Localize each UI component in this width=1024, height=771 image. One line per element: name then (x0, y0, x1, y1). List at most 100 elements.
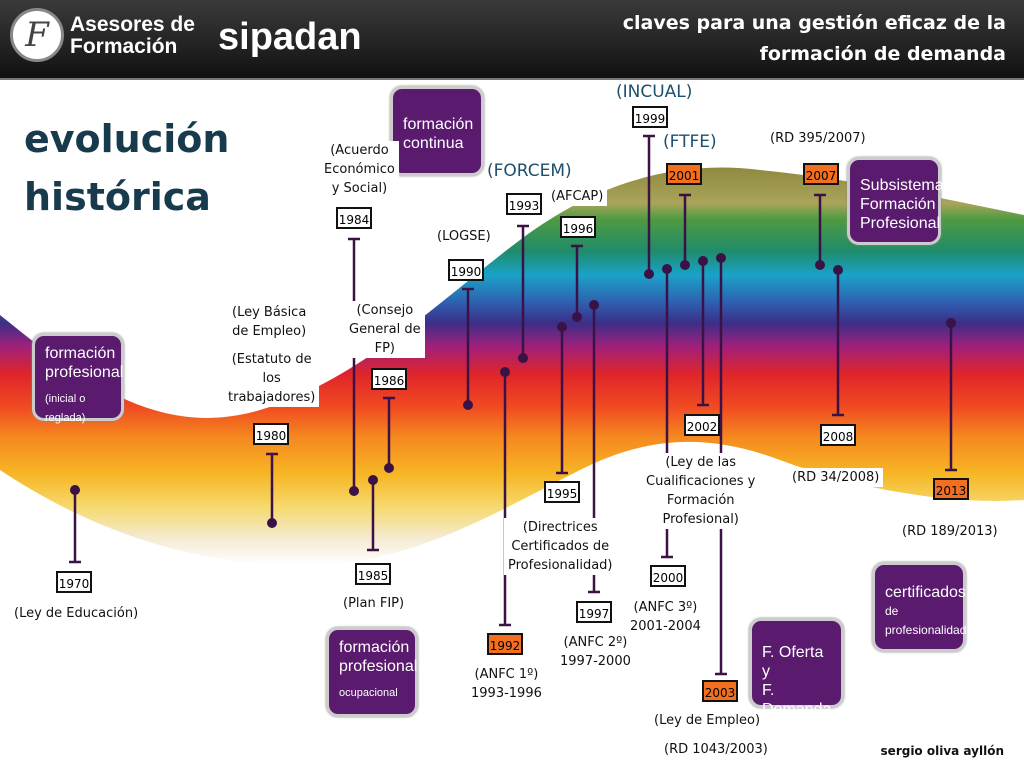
year-2007: 2007 (803, 163, 839, 185)
label-ftfe: (FTFE) (663, 132, 717, 152)
label-ley-basica-line-1: (Ley Básica (232, 305, 307, 320)
label-acuerdo-line-3: y Social) (331, 181, 388, 196)
logo-letter: F (25, 15, 49, 55)
year-1986: 1986 (371, 368, 407, 390)
label-ley-basica-empleo: (Ley Básica de Empleo) (228, 303, 311, 341)
ribbon-band (0, 167, 1024, 566)
box-ofd-line-2: F. Demanda (762, 682, 832, 718)
label-rd-1043: (RD 1043/2003) (660, 740, 772, 759)
year-2008: 2008 (820, 424, 856, 446)
brand-logo: F (10, 8, 64, 62)
year-1985: 1985 (355, 563, 391, 585)
label-consejo-general: (Consejo General de FP) (345, 301, 425, 358)
label-anfc2-line-1: (ANFC 2º) (563, 635, 628, 650)
label-ley-empleo: (Ley de Empleo) (650, 711, 765, 730)
year-1990: 1990 (448, 259, 484, 281)
box-subsistema-fp: Subsistema Formación Profesional (847, 157, 944, 245)
label-estatuto: (Estatuto de los trabajadores) (224, 350, 320, 407)
product-logo: sipadan (218, 16, 362, 58)
year-2003: 2003 (702, 680, 738, 702)
tagline-line-2: formación de demanda (759, 43, 1006, 65)
label-plan-fip: (Plan FIP) (339, 594, 409, 613)
box-fp-ocupacional: formación profesional ocupacional (326, 627, 418, 717)
box-oferta-demanda: F. Oferta y F. Demanda (749, 618, 844, 718)
label-anfc3-line-1: (ANFC 3º) (633, 600, 698, 615)
dot-1985 (368, 475, 378, 485)
tagline: claves para una gestión eficaz de la for… (586, 8, 1006, 70)
box-cert-line-2: de (885, 604, 899, 618)
label-estatuto-line-1: (Estatuto de (231, 352, 312, 367)
label-incual: (INCUAL) (616, 82, 693, 102)
label-cualif-line-2: Cualificaciones y (646, 474, 756, 489)
year-1970: 1970 (56, 571, 92, 593)
label-directrices-line-2: Certificados de (511, 539, 610, 554)
label-rd-395: (RD 395/2007) (766, 129, 870, 148)
tagline-line-1: claves para una gestión eficaz de la (622, 12, 1006, 34)
label-logse: (LOGSE) (433, 227, 495, 246)
dot-1993 (518, 353, 528, 363)
dot-1986 (384, 463, 394, 473)
box-fp-reglada: formación profesional (inicial o reglada… (32, 333, 124, 424)
box-fo-line-2: profesional (339, 658, 418, 675)
label-directrices-line-1: (Directrices (522, 520, 598, 535)
box-sub-line-3: Profesional (860, 215, 941, 232)
label-anfc1-line-2: 1993-1996 (471, 686, 542, 701)
label-rd-189: (RD 189/2013) (898, 522, 1002, 541)
dot-2001 (680, 260, 690, 270)
box-fp-reglada-line-2: profesional (45, 364, 124, 381)
label-consejo-line-1: (Consejo (356, 303, 414, 318)
dot-2000 (662, 264, 672, 274)
brand-name: Asesores de Formación (70, 14, 195, 58)
dot-2008 (833, 265, 843, 275)
label-acuerdo-line-1: (Acuerdo (330, 143, 389, 158)
label-anfc2: (ANFC 2º) 1997-2000 (556, 633, 635, 671)
title-line-1: evolución (24, 117, 230, 161)
label-anfc2-line-2: 1997-2000 (560, 654, 631, 669)
label-anfc3: (ANFC 3º) 2001-2004 (626, 598, 705, 636)
label-ley-educacion: (Ley de Educación) (12, 604, 141, 623)
box-fo-small: ocupacional (339, 687, 398, 699)
box-cert-line-1: certificados (885, 584, 966, 601)
label-afcap: (AFCAP) (547, 187, 608, 206)
dot-1984 (349, 486, 359, 496)
label-directrices: (Directrices Certificados de Profesional… (504, 518, 617, 575)
dot-1995 (557, 322, 567, 332)
box-fc-line-2: continua (403, 135, 464, 152)
dot-1980 (267, 518, 277, 528)
label-anfc1-line-1: (ANFC 1º) (474, 667, 539, 682)
box-ofd-line-1: F. Oferta y (762, 644, 824, 680)
year-1984: 1984 (336, 207, 372, 229)
label-consejo-line-2: General de (349, 322, 421, 337)
year-1980: 1980 (253, 423, 289, 445)
header-bar: F Asesores de Formación sipadan claves p… (0, 0, 1024, 80)
author-credit: sergio oliva ayllón (880, 744, 1004, 758)
dot-2007 (815, 260, 825, 270)
label-consejo-line-3: FP) (374, 341, 395, 356)
dot-1997 (589, 300, 599, 310)
box-fp-reglada-line-1: formación (45, 345, 116, 362)
label-estatuto-line-3: trabajadores) (228, 390, 316, 405)
title-line-2: histórica (24, 175, 211, 219)
dot-2013 (946, 318, 956, 328)
box-cert-line-3: profesionalidad (885, 623, 967, 637)
brand-line-2: Formación (70, 35, 178, 58)
dot-1992 (500, 367, 510, 377)
year-2000: 2000 (650, 565, 686, 587)
label-cualif-line-3: Formación (666, 493, 735, 508)
year-1992: 1992 (487, 633, 523, 655)
year-2002: 2002 (684, 414, 720, 436)
year-1999: 1999 (632, 106, 668, 128)
label-ley-cualificaciones: (Ley de las Cualificaciones y Formación … (642, 453, 760, 529)
year-1995: 1995 (544, 481, 580, 503)
label-acuerdo-line-2: Económico (324, 162, 395, 177)
label-anfc1: (ANFC 1º) 1993-1996 (467, 665, 546, 703)
dot-1999 (644, 269, 654, 279)
label-acuerdo-economico: (Acuerdo Económico y Social) (320, 141, 399, 198)
dot-2002 (698, 256, 708, 266)
brand-line-1: Asesores de (70, 13, 195, 36)
dot-1996 (572, 312, 582, 322)
dot-2003 (716, 253, 726, 263)
label-estatuto-line-2: los (262, 371, 281, 386)
label-anfc3-line-2: 2001-2004 (630, 619, 701, 634)
box-certificados: certificados de profesionalidad (872, 562, 966, 652)
